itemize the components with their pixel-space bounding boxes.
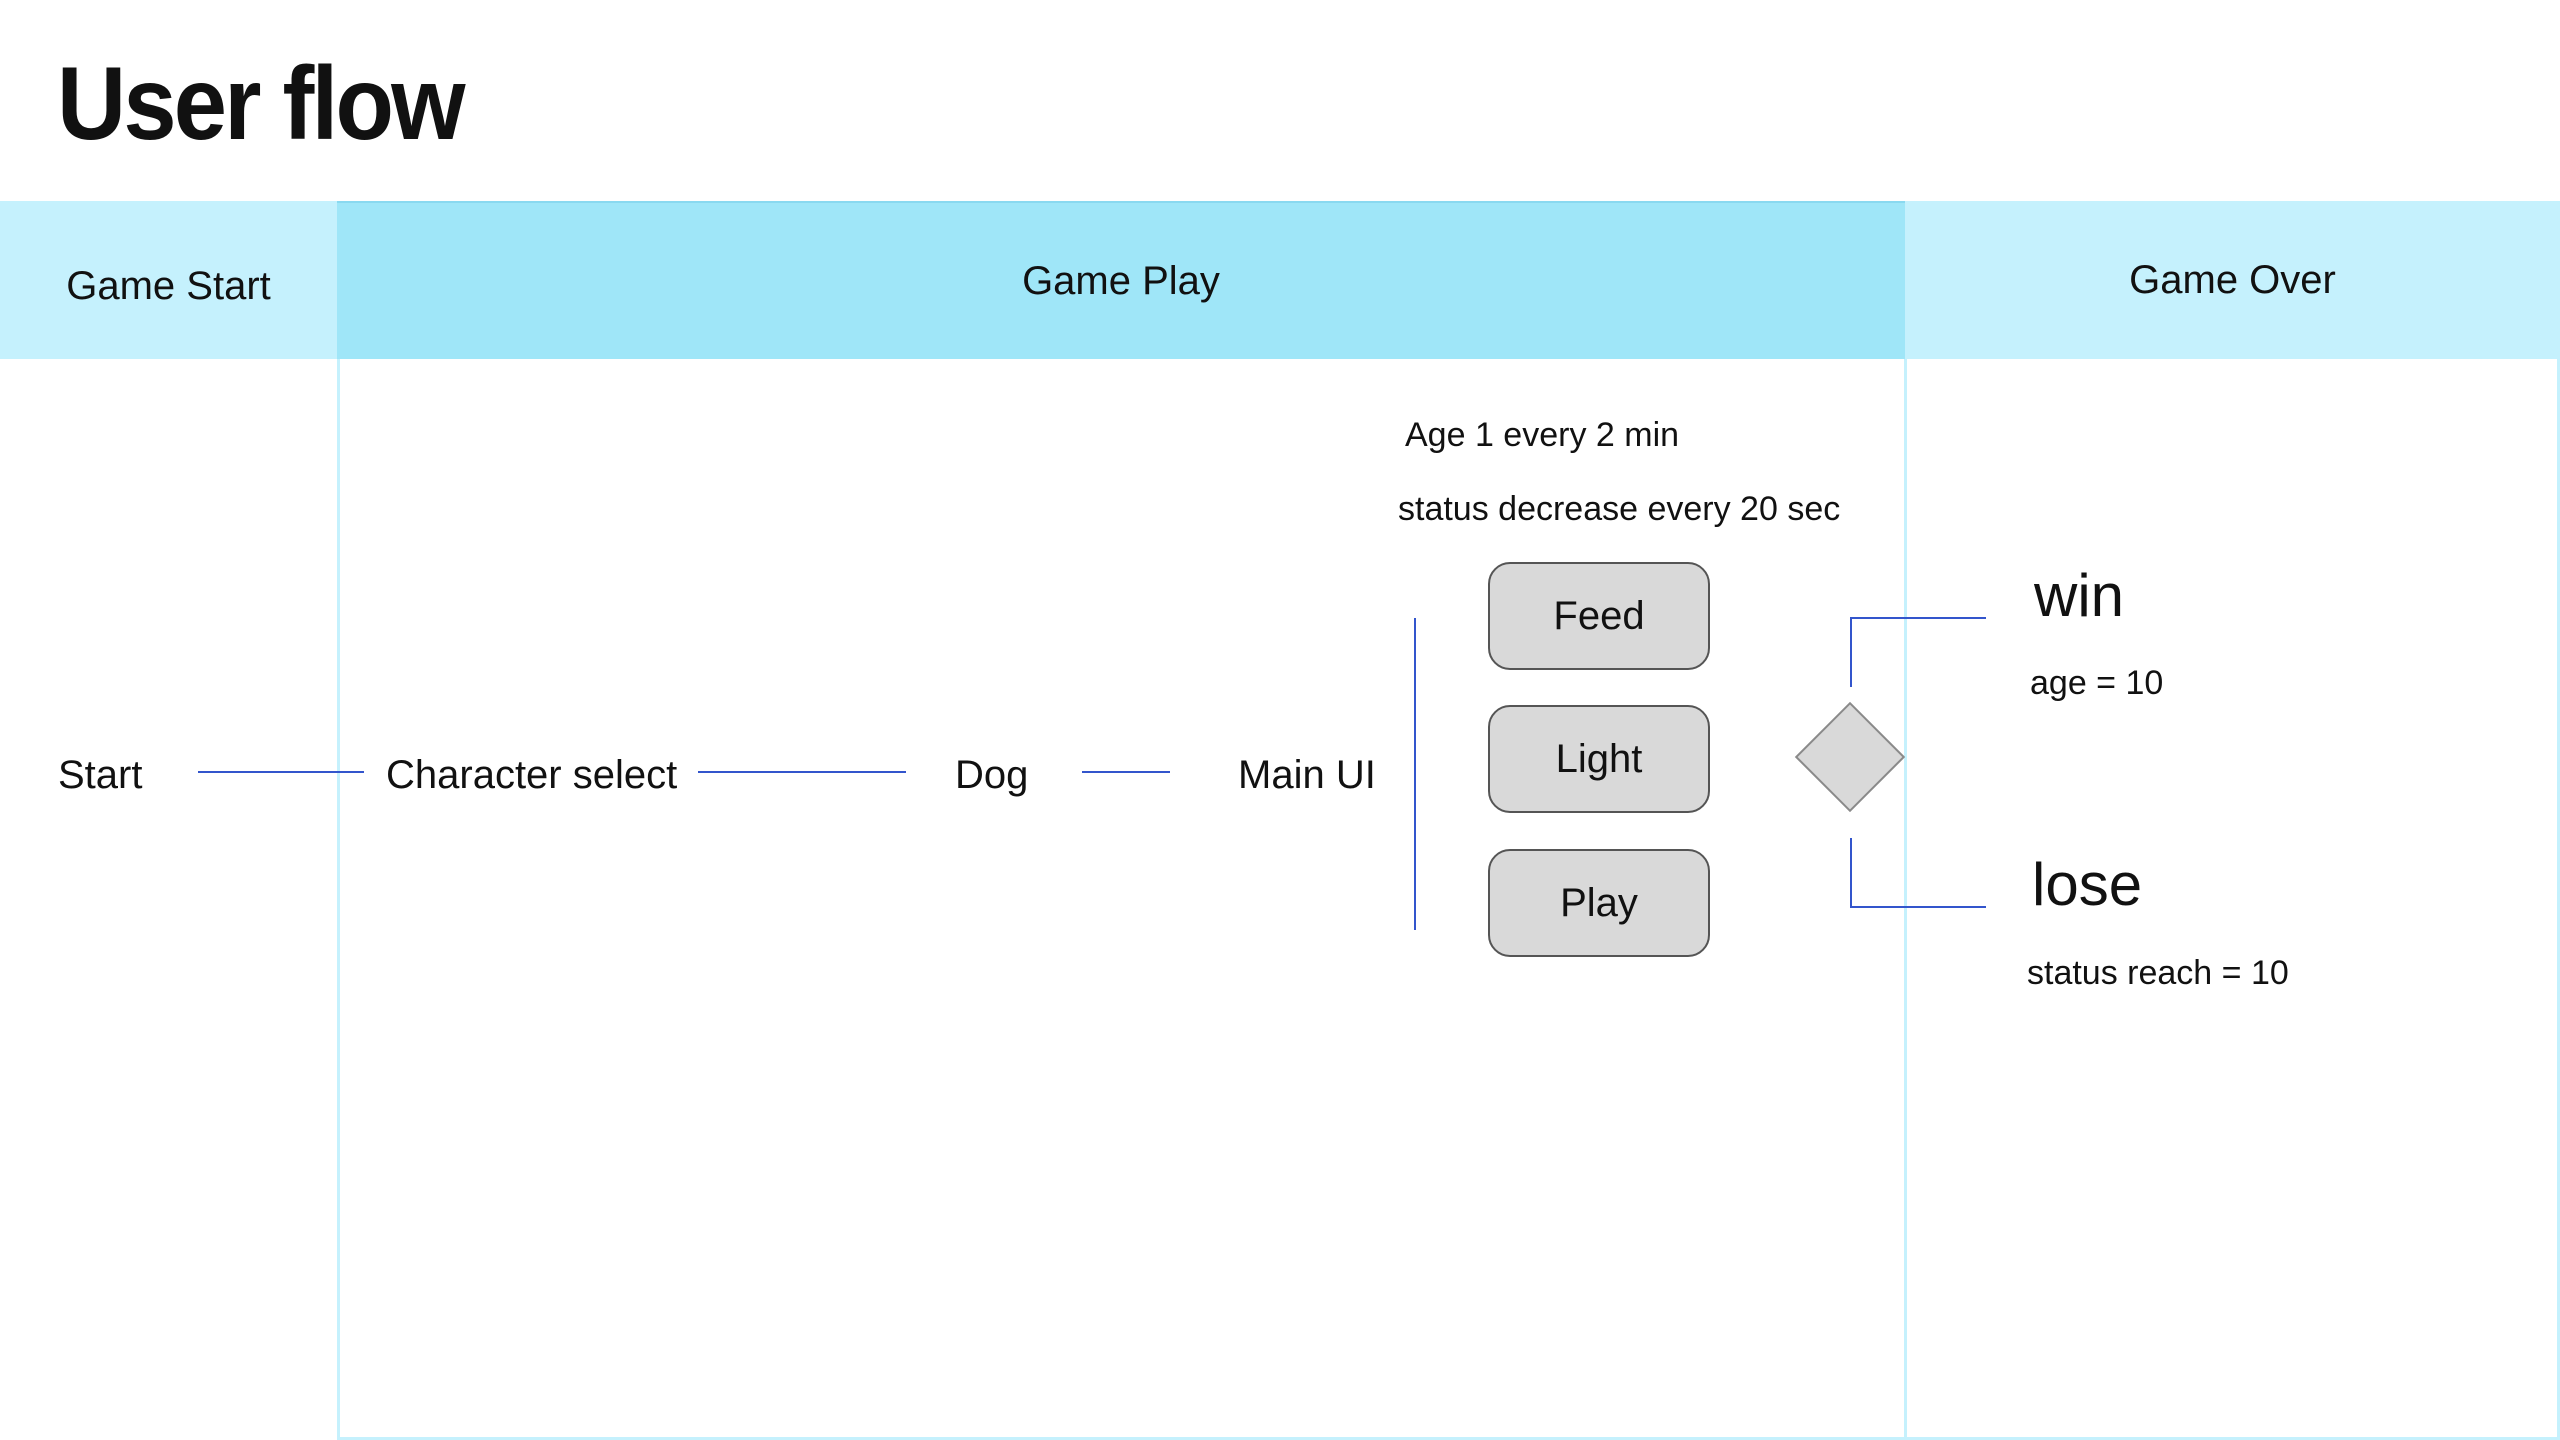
connector-decision-to-lose-horizontal bbox=[1850, 906, 1986, 908]
outcome-lose: lose bbox=[2032, 851, 2143, 918]
lane-header-game-play: Game Play bbox=[337, 201, 1905, 359]
note-age-rule: Age 1 every 2 min bbox=[1405, 416, 1680, 454]
node-dog: Dog bbox=[955, 753, 1029, 797]
feed-button[interactable]: Feed bbox=[1488, 562, 1710, 670]
lane-header-game-start: Game Start bbox=[0, 201, 337, 359]
note-status-rule: status decrease every 20 sec bbox=[1398, 490, 1841, 528]
lane-header-game-start-label: Game Start bbox=[66, 263, 271, 308]
page-title: User flow bbox=[57, 46, 466, 162]
connector-dog-to-main-ui bbox=[1082, 771, 1170, 773]
connector-character-select-to-dog bbox=[698, 771, 906, 773]
play-button[interactable]: Play bbox=[1488, 849, 1710, 957]
light-button[interactable]: Light bbox=[1488, 705, 1710, 813]
lane-divider bbox=[1904, 359, 1907, 1439]
node-main-ui: Main UI bbox=[1238, 753, 1376, 797]
connector-decision-to-win-horizontal bbox=[1850, 617, 1986, 619]
connector-main-ui-actions bbox=[1414, 618, 1416, 930]
lane-header-game-over: Game Over bbox=[1905, 201, 2560, 359]
outcome-win: win bbox=[2034, 562, 2125, 629]
connector-decision-to-lose-vertical bbox=[1850, 838, 1852, 908]
lane-header-game-over-label: Game Over bbox=[2129, 257, 2336, 302]
connector-decision-to-win-vertical bbox=[1850, 617, 1852, 687]
outcome-lose-condition: status reach = 10 bbox=[2027, 954, 2289, 992]
lane-header-game-play-label: Game Play bbox=[1022, 258, 1220, 303]
node-start: Start bbox=[58, 753, 143, 797]
node-character-select: Character select bbox=[386, 753, 678, 797]
lane-game-over bbox=[1907, 359, 2560, 1440]
connector-start-to-character-select bbox=[198, 771, 364, 773]
outcome-win-condition: age = 10 bbox=[2030, 664, 2164, 702]
